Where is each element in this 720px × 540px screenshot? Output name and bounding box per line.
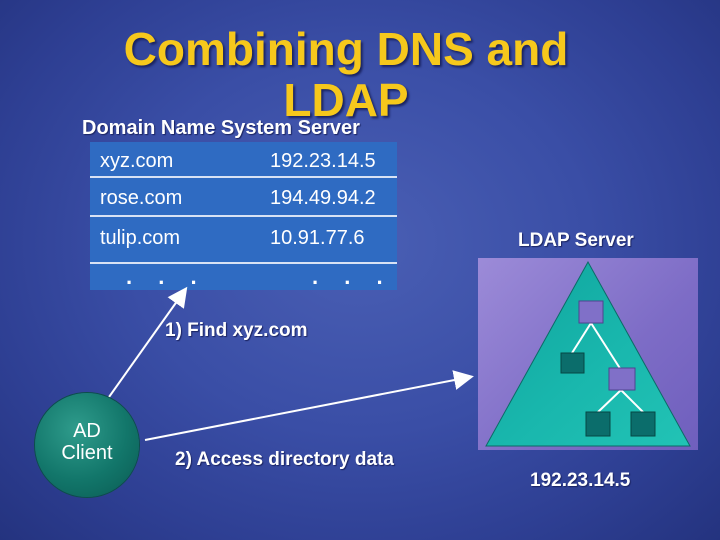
dns-row-ip: 194.49.94.2 [270,187,376,209]
slide-title-line2: LDAP [283,74,409,126]
tree-edge [597,389,622,413]
tree-node-root [578,300,604,324]
arrow-access [144,370,474,441]
tree-node-leaf [560,352,585,374]
dns-ellipsis-ip: . . . [312,264,393,289]
step2-label: 2) Access directory data [175,449,394,470]
ldap-server-ip: 192.23.14.5 [530,470,631,491]
ad-client-label: AD Client [35,420,139,464]
dns-server-label: Domain Name System Server [82,117,360,139]
tree-edge [590,322,622,371]
dns-row-ip: 10.91.77.6 [270,227,365,249]
dns-row: tulip.com 10.91.77.6 [90,219,397,260]
dns-table: xyz.com 192.23.14.5 rose.com 194.49.94.2… [90,142,397,290]
ad-client-line2: Client [61,442,113,464]
dns-row: xyz.com 192.23.14.5 [90,142,397,183]
dns-row-name: tulip.com [100,227,181,249]
dns-row-name: xyz.com [100,150,174,172]
row-divider [90,176,397,178]
dns-row-ip: 192.23.14.5 [270,150,376,172]
ldap-server-label: LDAP Server [518,230,634,251]
ad-client-line1: AD [73,420,101,442]
tree-node-leaf [630,411,656,437]
dns-row: rose.com 194.49.94.2 [90,179,397,220]
slide-title-line1: Combining DNS and [123,23,569,75]
tree-edge [620,389,644,413]
row-divider [90,262,397,264]
tree-edge [571,322,592,354]
arrow-find [108,286,188,398]
tree-node-leaf [585,411,611,437]
step1-label: 1) Find xyz.com [165,320,308,341]
tree-node-branch [608,367,636,391]
ad-client-node [35,393,139,497]
directory-tree-triangle [485,260,691,447]
row-divider [90,215,397,217]
dns-ellipsis-name: . . . [126,264,207,289]
dns-row-name: rose.com [100,187,183,209]
